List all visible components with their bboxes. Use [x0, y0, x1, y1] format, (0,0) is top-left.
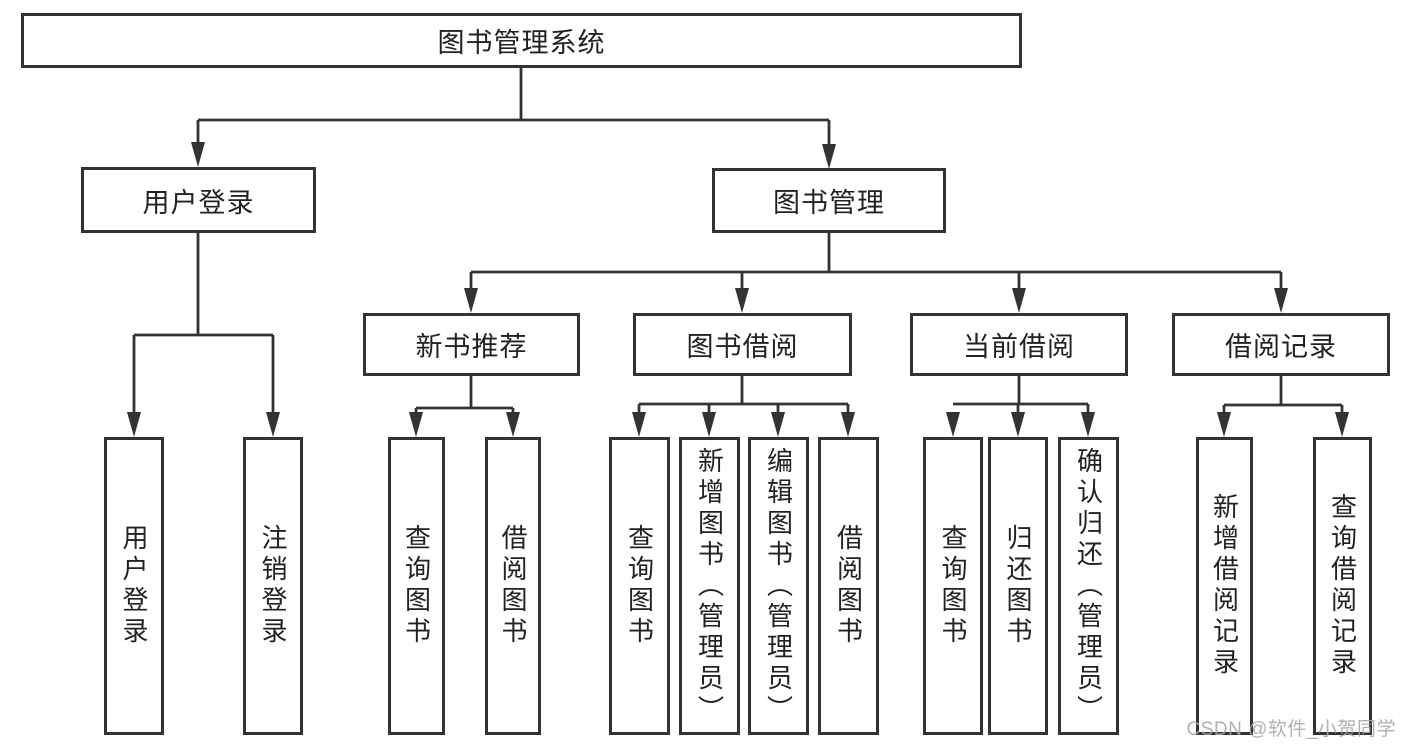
leaf-return-books: 归还图书	[988, 437, 1048, 735]
csdn-watermark: CSDN @软件_小贺同学	[1186, 719, 1396, 740]
connector-userlogin-to-leaves	[132, 233, 275, 414]
leaf-label: 新增图书（管理员）	[694, 446, 725, 726]
leaf-label: 归还图书	[1003, 524, 1033, 648]
connector-newbooks-to-leaves	[414, 376, 515, 414]
leaf-borrow-books-1: 借阅图书	[485, 437, 541, 735]
leaf-add-borrow-record: 新增借阅记录	[1196, 437, 1253, 735]
leaf-label: 借阅图书	[498, 524, 528, 648]
leaf-label: 查询借阅记录	[1327, 493, 1358, 679]
leaf-edit-books-admin: 编辑图书（管理员）	[748, 437, 809, 735]
leaf-query-borrow-record: 查询借阅记录	[1313, 437, 1372, 735]
connector-root-to-level2	[196, 68, 831, 146]
leaf-label: 借阅图书	[833, 524, 864, 648]
node-current-borrow: 当前借阅	[910, 313, 1128, 376]
leaf-logout: 注销登录	[243, 437, 303, 735]
leaf-label: 编辑图书（管理员）	[763, 446, 794, 726]
leaf-label: 确认归还（管理员）	[1073, 446, 1104, 726]
connector-borrowrecords-to-leaves	[1222, 376, 1344, 414]
leaf-query-books-1: 查询图书	[388, 437, 445, 735]
leaf-label: 查询图书	[401, 524, 432, 648]
leaf-confirm-return-admin: 确认归还（管理员）	[1058, 437, 1119, 735]
node-new-book-recommend: 新书推荐	[363, 313, 580, 376]
node-user-login: 用户登录	[81, 167, 316, 233]
node-root-system: 图书管理系统	[21, 13, 1022, 68]
leaf-label: 查询图书	[624, 524, 655, 648]
connector-currentborrow-to-leaves	[953, 376, 1090, 414]
leaf-label: 注销登录	[258, 524, 288, 648]
leaf-label: 查询图书	[938, 524, 968, 648]
leaf-borrow-books-2: 借阅图书	[818, 437, 879, 735]
node-book-management: 图书管理	[712, 168, 946, 233]
leaf-query-books-2: 查询图书	[609, 437, 670, 735]
leaf-user-login: 用户登录	[104, 437, 164, 735]
node-book-borrow: 图书借阅	[633, 313, 852, 376]
connector-bookmgmt-to-level3	[469, 233, 1283, 290]
leaf-query-books-3: 查询图书	[923, 437, 983, 735]
leaf-add-books-admin: 新增图书（管理员）	[679, 437, 740, 735]
node-borrow-records: 借阅记录	[1172, 313, 1390, 376]
leaf-label: 用户登录	[119, 524, 149, 648]
connector-bookborrow-to-leaves	[637, 376, 850, 414]
leaf-label: 新增借阅记录	[1209, 493, 1240, 679]
